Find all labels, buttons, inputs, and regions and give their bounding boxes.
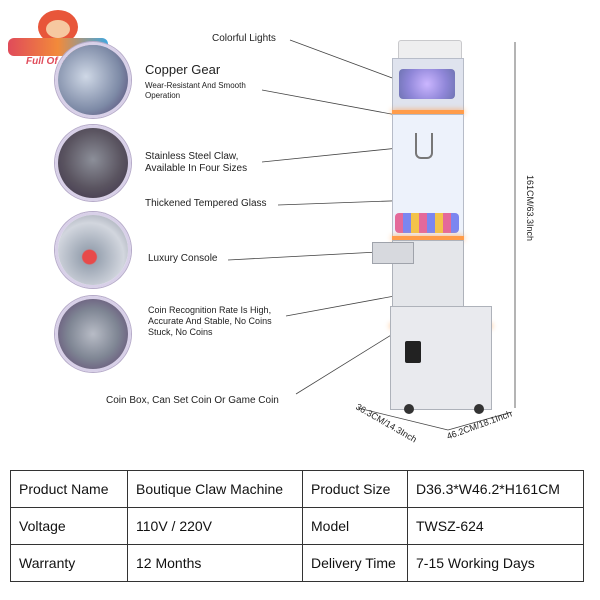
spec-value: 12 Months — [127, 544, 303, 582]
brand-logo: Full Of Fun — [8, 8, 120, 68]
spec-key: Product Name — [10, 470, 128, 508]
claw-label: Stainless Steel Claw, Available In Four … — [145, 151, 248, 174]
spec-value: 7-15 Working Days — [407, 544, 584, 582]
spec-key: Warranty — [10, 544, 128, 582]
machine-light-box — [392, 58, 464, 112]
table-row: Warranty 12 Months Delivery Time 7-15 Wo… — [10, 544, 584, 582]
spec-key: Delivery Time — [302, 544, 408, 582]
machine-base-cabinet — [390, 306, 492, 410]
coin-box-slot — [405, 341, 421, 363]
wheel-icon — [404, 404, 414, 414]
copper-gear-description: Wear-Resistant And Smooth Operation — [145, 81, 246, 100]
wheel-icon — [474, 404, 484, 414]
spec-value: TWSZ-624 — [407, 507, 584, 545]
machine-console — [372, 242, 414, 264]
copper-gear-photo — [55, 42, 131, 118]
spec-value: D36.3*W46.2*H161CM — [407, 470, 584, 508]
brand-name: Full Of Fun — [26, 56, 79, 67]
spec-key: Voltage — [10, 507, 128, 545]
table-row: Product Name Boutique Claw Machine Produ… — [10, 470, 584, 508]
claw-machine-illustration — [372, 40, 500, 414]
console-label: Luxury Console — [148, 253, 218, 264]
coin-acceptor-photo — [55, 296, 131, 372]
claw-icon — [415, 133, 433, 159]
spec-table: Product Name Boutique Claw Machine Produ… — [10, 470, 584, 582]
led-band-top — [392, 110, 464, 114]
console-photo — [55, 212, 131, 288]
coin-recognition-label: Coin Recognition Rate Is High, Accurate … — [148, 305, 272, 337]
table-row: Voltage 110V / 220V Model TWSZ-624 — [10, 507, 584, 545]
colorful-lights-label: Colorful Lights — [212, 33, 276, 44]
spec-key: Product Size — [302, 470, 408, 508]
spec-value: Boutique Claw Machine — [127, 470, 303, 508]
machine-top-sign — [398, 40, 462, 60]
spec-value: 110V / 220V — [127, 507, 303, 545]
spec-key: Model — [302, 507, 408, 545]
coin-box-label: Coin Box, Can Set Coin Or Game Coin — [106, 395, 279, 406]
glass-label: Thickened Tempered Glass — [145, 198, 267, 209]
height-dimension: 161CM/63.3Inch — [525, 175, 535, 242]
machine-glass-cabinet — [392, 114, 464, 240]
led-band-middle — [392, 236, 464, 240]
steel-claw-photo — [55, 125, 131, 201]
prize-pile — [395, 213, 459, 233]
copper-gear-title: Copper Gear — [145, 62, 221, 77]
